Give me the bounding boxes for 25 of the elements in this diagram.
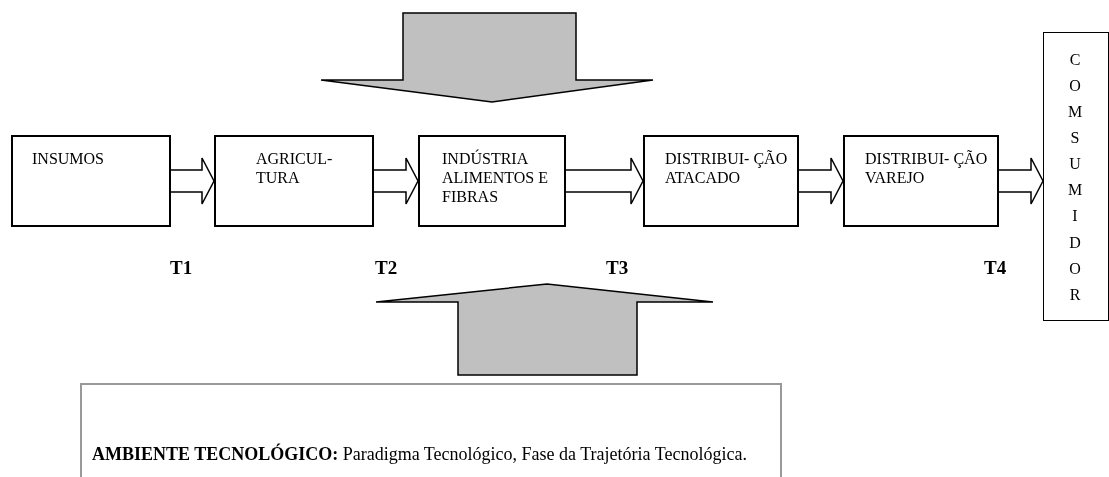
block-arrow: [320, 12, 654, 103]
stage-label: T2: [375, 257, 398, 279]
process-box: [843, 135, 999, 227]
process-box: [418, 135, 566, 227]
block-arrow: [998, 157, 1044, 205]
process-box: [214, 135, 374, 227]
process-box: [11, 135, 171, 227]
process-box: [643, 135, 799, 227]
node-label: INSUMOS: [32, 149, 105, 168]
node-label: COMSUMIDOR: [1067, 50, 1083, 305]
stage-label: T1: [170, 257, 193, 279]
stage-label: T3: [606, 257, 629, 279]
node-label: INDÚSTRIA ALIMENTOS E FIBRAS: [442, 149, 549, 206]
description-text: AMBIENTE TECNOLÓGICO: Paradigma Tecnológico, Fase da Trajetória Tecnológica.: [92, 445, 747, 464]
node-label: DISTRIBUI- ÇÃO ATACADO: [665, 149, 789, 187]
info-box: [80, 383, 782, 477]
block-arrow: [798, 157, 844, 205]
block-arrow: [373, 157, 419, 205]
process-box: [1043, 32, 1109, 321]
block-arrow: [170, 157, 215, 205]
node-label: DISTRIBUI- ÇÃO VAREJO: [865, 149, 989, 187]
block-arrow: [375, 283, 714, 376]
node-label: AGRICUL- TURA: [256, 149, 334, 187]
stage-label: T4: [984, 257, 1007, 279]
block-arrow: [565, 157, 644, 205]
